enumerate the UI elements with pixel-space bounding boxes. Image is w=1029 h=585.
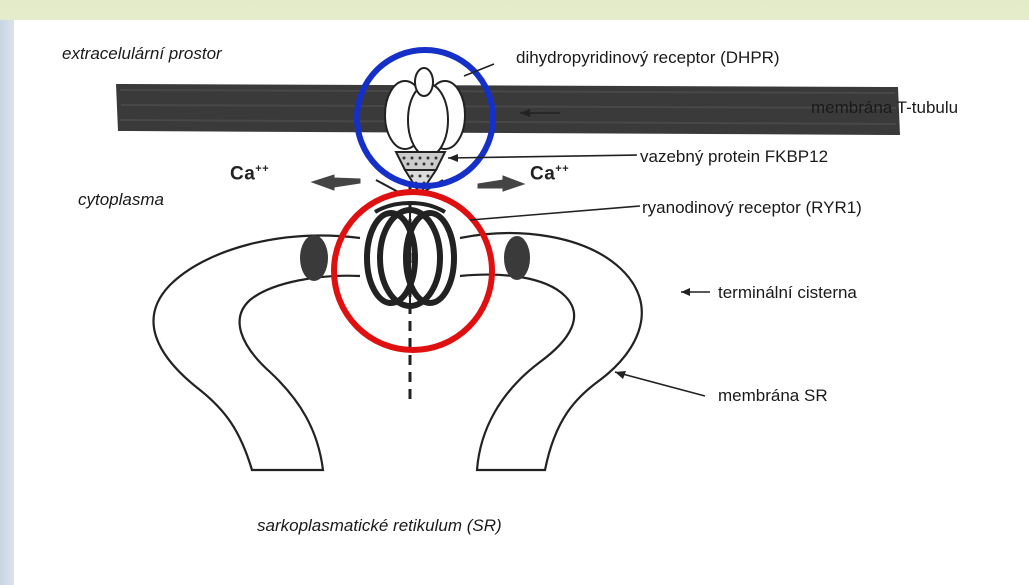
ryr1-label: ryanodinový receptor (RYR1) [642,198,862,218]
sarcoplasmic-reticulum-label: sarkoplasmatické retikulum (SR) [257,516,502,536]
dhpr-label: dihydropyridinový receptor (DHPR) [516,48,780,68]
extracellular-space-label: extracelulární prostor [62,44,222,64]
sr-membrane-label: membrána SR [718,386,828,406]
t-tubule-membrane-label: membrána T-tubulu [811,98,958,118]
right-foot-oval [504,236,530,280]
fkbp12-label: vazebný protein FKBP12 [640,147,828,167]
left-foot-oval [300,235,328,281]
terminal-cistern-label: terminální cisterna [718,283,857,303]
ca-ion-left-label: Ca++ [230,163,269,185]
cytoplasm-label: cytoplasma [78,190,164,210]
ca-ion-right-label: Ca++ [530,163,569,185]
dhpr-receptor-shape [385,68,465,156]
